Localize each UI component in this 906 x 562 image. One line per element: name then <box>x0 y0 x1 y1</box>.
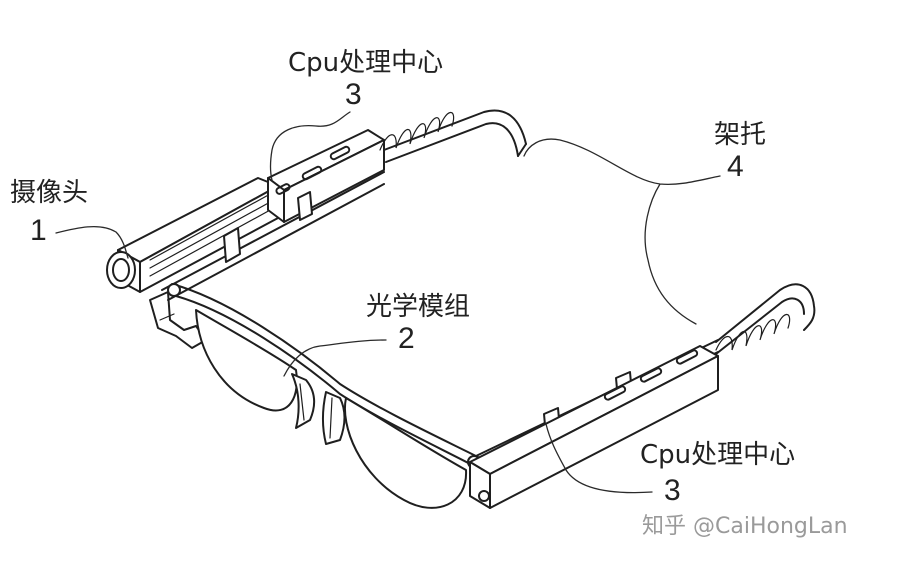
optical-module-lenses <box>195 309 468 509</box>
leader-camera <box>55 226 129 259</box>
cpu-top-label: Cpu处理中心 <box>288 48 444 78</box>
camera-number: 1 <box>30 214 47 247</box>
cpu-bottom-label: Cpu处理中心 <box>640 440 796 470</box>
cpu-housing-bottom <box>469 345 719 509</box>
cpu-housing-top <box>267 129 385 223</box>
bracket-label: 架托 <box>714 120 767 150</box>
watermark: 知乎 @CaiHongLan <box>642 514 848 539</box>
bracket-number: 4 <box>727 150 744 183</box>
leader-optics <box>283 339 387 377</box>
leader-lines <box>55 111 721 494</box>
optics-number: 2 <box>398 322 415 355</box>
leader-cpu-bottom <box>545 423 653 494</box>
cpu-bottom-number: 3 <box>664 474 681 507</box>
cpu-top-number: 3 <box>345 78 362 111</box>
leader-cpu-top <box>269 111 351 181</box>
camera-module <box>106 177 279 349</box>
leader-bracket <box>523 138 721 325</box>
optics-label: 光学模组 <box>366 292 471 322</box>
left-temple <box>161 109 527 301</box>
camera-label: 摄像头 <box>10 178 89 208</box>
